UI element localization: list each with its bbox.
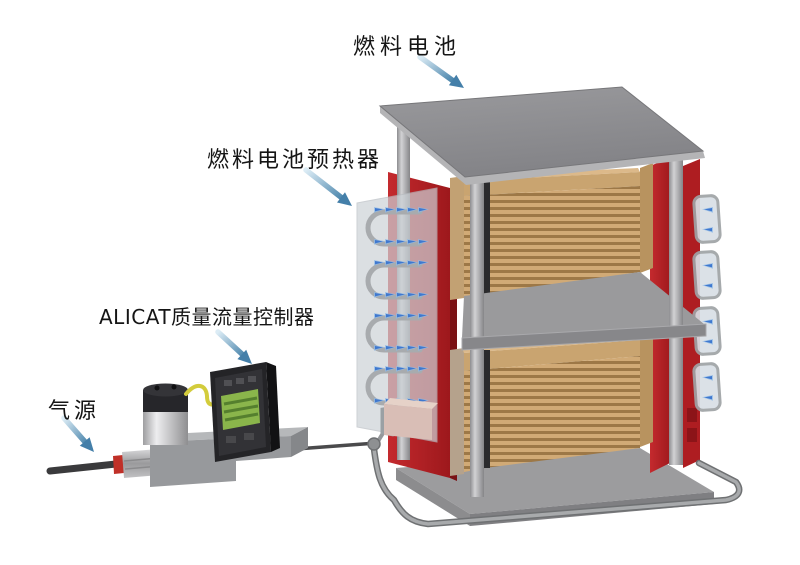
- gas-supply-pipe-loop: [370, 445, 743, 528]
- arrow-flow-controller: [215, 329, 252, 364]
- button: [236, 378, 244, 384]
- button: [226, 436, 236, 443]
- preheater-nozzle-modules-right: [692, 194, 722, 412]
- tee-fitting: [367, 437, 381, 451]
- button: [248, 376, 256, 382]
- stack-top-plate: [378, 86, 705, 185]
- arrow-preheater: [303, 167, 352, 206]
- red-tab: [687, 428, 697, 442]
- middle-crossbar: [461, 323, 707, 351]
- gas-source-tube: [46, 460, 120, 475]
- button: [224, 380, 232, 386]
- controller-display-unit: [210, 362, 280, 462]
- fuel-cell-preheater: [356, 187, 438, 443]
- arrow-fuel-cell: [417, 54, 464, 88]
- corner-post-front-right: [669, 155, 683, 465]
- button: [244, 433, 254, 440]
- preheater-u-tubes: [365, 209, 423, 406]
- middle-shelf: [462, 272, 704, 338]
- fuel-cell-label: 燃料电池: [353, 35, 462, 60]
- gas-source-label: 气源: [48, 399, 101, 424]
- arrow-gas-source: [61, 415, 94, 452]
- valve-cylinder: [143, 383, 188, 445]
- preheater-label: 燃料电池预热器: [207, 148, 383, 173]
- callout-arrows: [61, 54, 464, 452]
- supply-pipe: [295, 428, 387, 451]
- flow-controller-label: ALICAT质量流量控制器: [99, 305, 315, 329]
- red-tab: [687, 408, 697, 422]
- cell-block-lower: [450, 333, 653, 476]
- preheater-insulation-block: [384, 398, 438, 440]
- inlet-red-band: [113, 455, 124, 474]
- alicat-mass-flow-controller: [46, 362, 308, 487]
